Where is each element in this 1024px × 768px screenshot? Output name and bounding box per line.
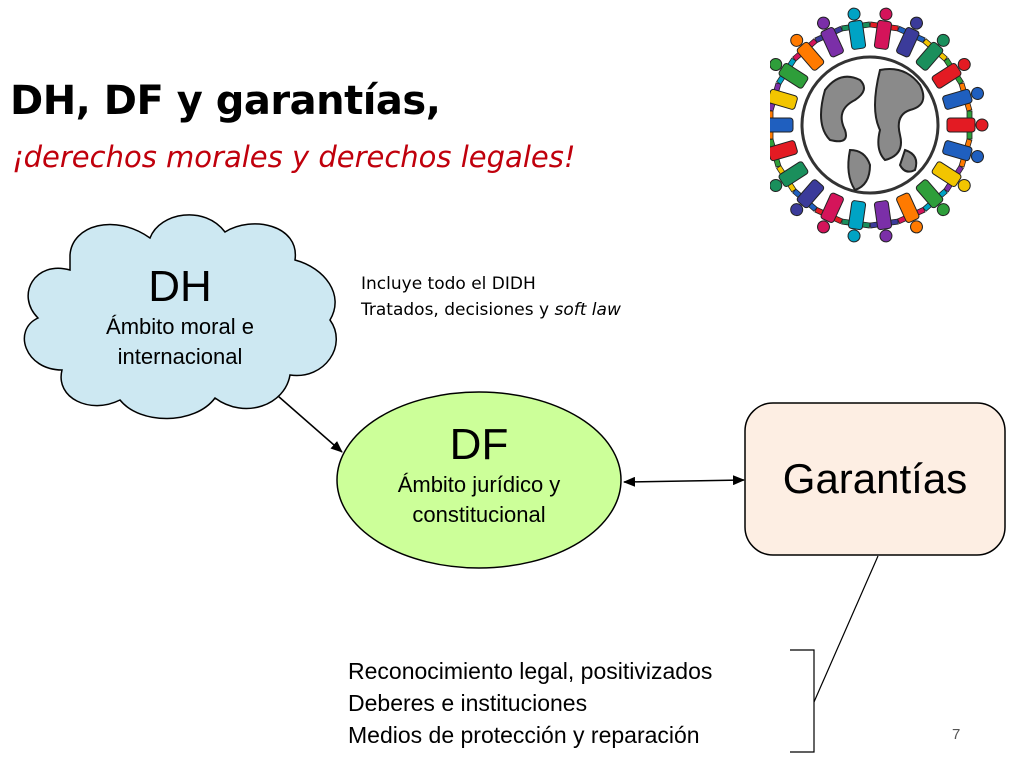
note-line2: Tratados, decisiones y soft law	[361, 297, 621, 323]
person-figure	[814, 16, 844, 58]
person-figure	[896, 16, 926, 58]
person-figure	[942, 82, 984, 112]
person-figure	[814, 192, 844, 234]
guarantee-list: Reconocimiento legal, positivizados Debe…	[348, 655, 712, 751]
person-figure	[770, 57, 809, 89]
person-figure	[931, 161, 971, 193]
person-figure	[946, 110, 989, 140]
garantias-box	[744, 402, 1006, 556]
world-people-icon	[770, 7, 989, 243]
slide-title: DH, DF y garantías,	[10, 78, 441, 124]
df-text: DF Ámbito jurídico y constitucional	[369, 420, 589, 530]
garantias-label: Garantías	[782, 455, 968, 502]
list-bracket	[790, 649, 815, 753]
person-figure	[770, 161, 809, 193]
person-figure	[942, 138, 984, 168]
list-item: Reconocimiento legal, positivizados	[348, 658, 713, 684]
note-line2-italic: soft law	[554, 300, 621, 320]
person-figure	[770, 110, 794, 140]
person-figure	[790, 33, 825, 71]
person-figure	[915, 179, 950, 217]
df-label: DF	[449, 420, 509, 469]
person-figure	[915, 33, 950, 71]
dh-text: DH Ámbito moral e internacional	[85, 262, 275, 372]
person-figure	[869, 7, 899, 50]
df-ellipse	[336, 391, 622, 569]
note-line2-prefix: Tratados, decisiones y	[361, 300, 555, 320]
slide-subtitle: ¡derechos morales y derechos legales!	[12, 140, 576, 174]
garantias-connector	[813, 555, 879, 703]
list-item: Medios de protección y reparación	[348, 722, 700, 748]
person-figure	[770, 138, 798, 168]
list-item: Deberes e instituciones	[348, 690, 588, 716]
person-figure	[841, 7, 871, 50]
dh-label: DH	[148, 262, 212, 311]
person-figure	[770, 82, 798, 112]
person-figure	[790, 179, 825, 217]
person-figure	[931, 57, 971, 89]
dh-cloud	[23, 214, 337, 420]
page-number: 7	[952, 726, 961, 743]
dh-desc-line2: internacional	[117, 344, 243, 369]
note-line1: Incluye todo el DIDH	[361, 274, 536, 294]
arrow-df-garantias	[623, 475, 745, 487]
df-desc-line2: constitucional	[412, 502, 546, 527]
df-desc-line1: Ámbito jurídico y	[397, 472, 561, 497]
person-figure	[896, 192, 926, 234]
person-figure	[869, 200, 899, 243]
dh-desc-line1: Ámbito moral e	[106, 314, 254, 339]
dh-note: Incluye todo el DIDH Tratados, decisione…	[361, 271, 621, 323]
arrow-dh-to-df	[277, 395, 343, 453]
person-figure	[841, 200, 871, 243]
